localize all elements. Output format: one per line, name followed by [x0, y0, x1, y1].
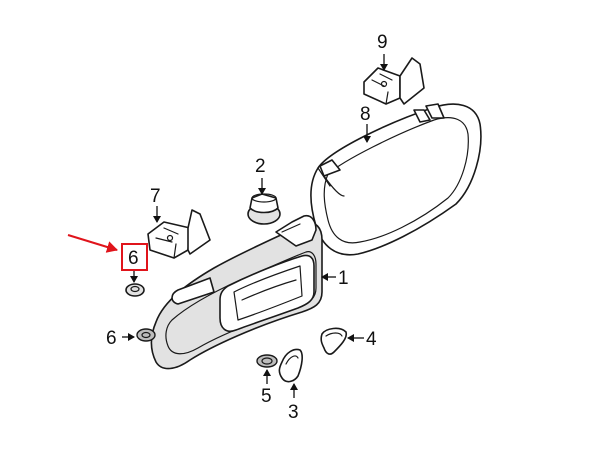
callout-9: 9 — [377, 32, 388, 53]
part-4-end-cap — [320, 327, 348, 355]
callout-1: 1 — [338, 268, 349, 289]
callout-5: 5 — [261, 386, 272, 407]
callout-2: 2 — [255, 156, 266, 177]
callout-6: 6 — [106, 328, 117, 349]
callout-4: 4 — [366, 329, 377, 350]
part-3-cover — [278, 348, 303, 383]
part-6-washer-upper — [125, 283, 145, 297]
part-1-sun-visor — [150, 214, 323, 370]
callout-6-highlight: 6 — [128, 248, 139, 269]
callout-8: 8 — [360, 104, 371, 125]
part-5-ring — [256, 354, 278, 368]
part-8-visor-panel — [310, 103, 482, 256]
part-2-pivot — [247, 193, 281, 225]
callout-7: 7 — [150, 186, 161, 207]
callout-3: 3 — [288, 402, 299, 423]
highlight-box — [121, 243, 148, 271]
part-7-bracket — [147, 209, 211, 259]
part-9-bracket — [363, 57, 425, 105]
part-6-grommet-lower — [136, 328, 156, 342]
highlight-arrow — [67, 234, 118, 253]
